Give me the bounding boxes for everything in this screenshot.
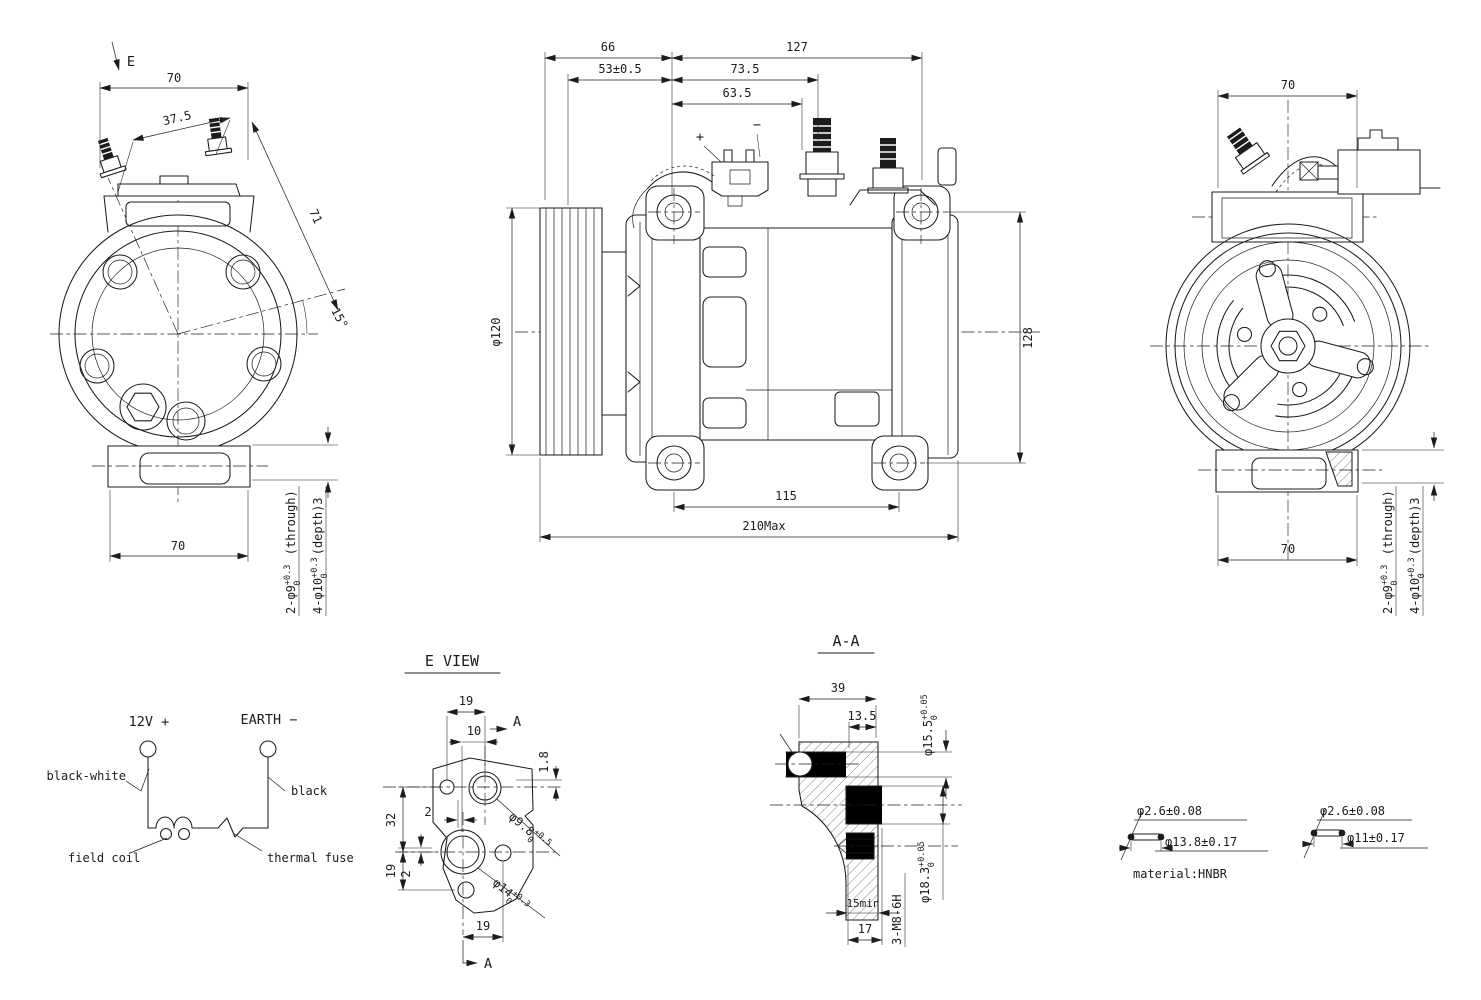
port-hole [166,401,206,441]
clutch-arms [1222,260,1374,412]
oring-large-id-label: φ13.8±0.17 [1165,835,1237,849]
thermal-fuse-symbol [217,817,269,838]
oring-small-cs-label: φ2.6±0.08 [1320,804,1385,818]
terminal-12v-label: 12V + [129,714,170,730]
dim-e-19-bottom: 19 [476,919,490,933]
section-arrow-a-top: A [513,714,521,730]
dim-e-2-top: 2 [424,805,431,819]
right-side-view: 70 70 2-φ9+0.30 (through) 4-φ10+0.30(dep… [1150,78,1444,616]
right-foot [1198,449,1382,493]
dim-pulley-dia: φ120 [489,318,503,347]
dim-e-32: 32 [384,813,398,827]
section-a-a: A-A 39 13.5 φ15.5+0.050 φ18.3+0.050 15mi… [770,632,962,947]
dim-135: 13.5 [848,709,877,723]
right-top-bracket [1211,127,1441,243]
dim-e-10: 10 [467,724,481,738]
front-view: + − 66 127 53±0.5 73.5 63.5 φ120 128 115 [489,40,1040,542]
thread-note: 3-M8-6H [890,894,904,945]
dim-15min: 15min [846,897,879,910]
electrical-connector [632,149,769,229]
dim-e-2-bottom: 2 [399,870,413,877]
field-coil-label: field coil [68,851,140,865]
oring-small-id-label: φ11±0.17 [1347,831,1405,845]
left-stud-2 [204,117,233,157]
hex-plug [119,383,167,431]
dim-e-18: 1.8 [537,751,551,773]
section-arrow-a-bottom: A [484,956,492,972]
clutch-plate [1165,223,1411,469]
oring-large: φ2.6±0.08 φ13.8±0.17 material:HNBR [1119,804,1268,881]
suction-stud [849,138,936,206]
discharge-stud [799,118,845,197]
note-holes-through: 2-φ9+0.30 (through) [283,490,303,614]
dim-port-98: φ9.8+0.50 [503,809,554,856]
note-holes-depth: 4-φ10+0.30(depth)3 [310,497,330,614]
dim-53: 53±0.5 [598,62,641,76]
wire-negative-label: black [291,784,328,798]
dim-127: 127 [786,40,808,54]
section-title: A-A [832,632,859,650]
dim-635: 63.5 [723,86,752,100]
terminal-minus-label: − [753,117,761,133]
right-connector [1299,129,1441,195]
oring-details: φ2.6±0.08 φ13.8±0.17 material:HNBR φ2.6±… [1119,804,1428,881]
dim-stud-offset: 37.5 [161,108,192,128]
pulley [539,207,627,456]
e-view-arrow-icon [111,41,120,71]
dim-17: 17 [858,922,872,936]
compressor-body [625,214,959,463]
field-coil-symbol [147,816,219,841]
thermal-fuse-label: thermal fuse [267,851,354,865]
dim-128: 128 [1021,327,1035,349]
note-holes-depth-right: 4-φ10+0.30(depth)3 [1407,497,1427,614]
dim-diag-71: 71 [306,207,325,226]
dim-bore-183: φ18.3+0.050 [917,841,937,903]
left-foot [92,445,268,488]
dim-66: 66 [601,40,615,54]
dim-left-bottom-width: 70 [171,539,185,553]
terminal-plus-label: + [696,129,704,145]
note-holes-through-right: 2-φ9+0.30 (through) [1380,490,1400,614]
mounting-ears [645,185,951,491]
oring-small: φ2.6±0.08 φ11±0.17 [1302,804,1428,859]
e-view: E VIEW 19 10 A 1.8 32 19 2 2 φ9.8+0.50 φ… [383,652,562,972]
dim-39: 39 [831,681,845,695]
e-view-title: E VIEW [425,652,480,670]
dim-right-bottom-width: 70 [1281,542,1295,556]
oring-material-label: material:HNBR [1133,867,1228,881]
dim-shaft-155: φ15.5+0.050 [920,694,940,756]
dim-210max: 210Max [742,519,785,533]
dim-angle-15: 15° [328,305,351,331]
dim-left-top-width: 70 [167,71,181,85]
dim-e-19-top: 19 [459,694,473,708]
clutch-hub [1260,318,1316,374]
left-side-view: E [50,41,351,616]
terminal-earth [259,740,277,758]
oring-small-icon [1312,829,1344,837]
dim-e-19-left: 19 [384,864,398,878]
dim-735: 73.5 [731,62,760,76]
oring-large-cs-label: φ2.6±0.08 [1137,804,1202,818]
terminal-earth-label: EARTH − [241,712,298,728]
dim-right-top-width: 70 [1281,78,1295,92]
e-view-label: E [127,54,135,70]
oring-large-icon [1129,833,1163,841]
port-flange-outline [432,757,534,914]
wiring-schematic: 12V + EARTH − black-white black field co… [47,712,354,865]
left-stud-1 [97,137,127,179]
dim-115: 115 [775,489,797,503]
wire-positive-label: black-white [47,769,126,783]
port-stub [937,147,957,186]
terminal-12v [139,740,157,758]
